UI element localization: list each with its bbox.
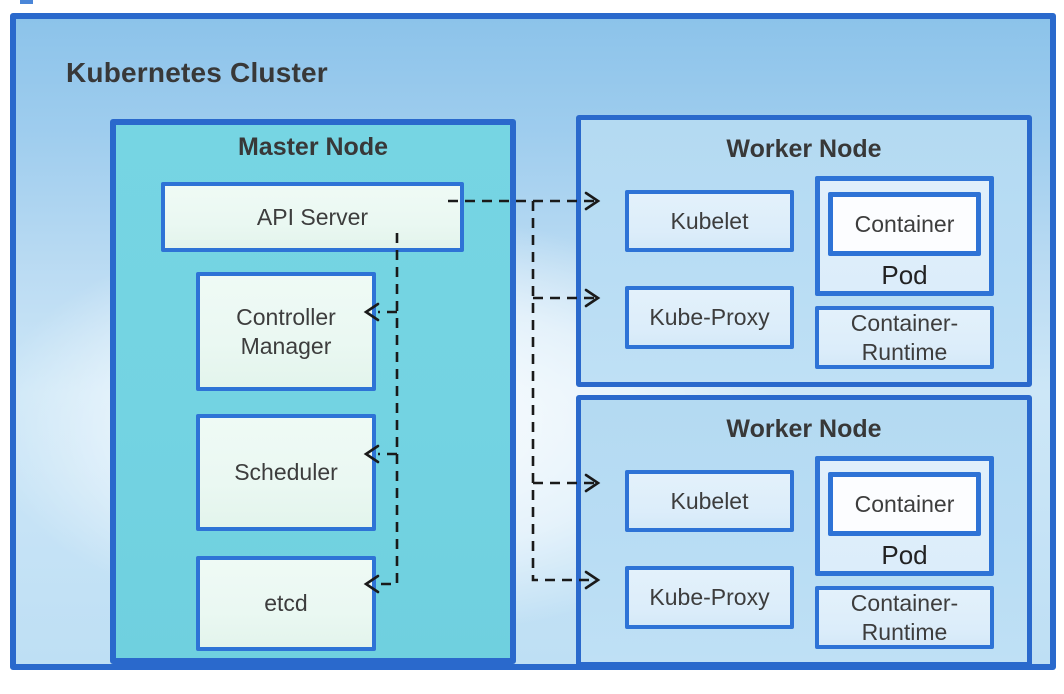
worker-1-container-runtime-box: Container-Runtime (815, 306, 994, 369)
worker-1-kube-proxy-box: Kube-Proxy (625, 286, 794, 349)
cluster-boundary-box: Kubernetes Cluster Master Node API Serve… (10, 13, 1056, 670)
etcd-box: etcd (196, 556, 376, 651)
cluster-title: Kubernetes Cluster (66, 57, 328, 88)
api-server-label: API Server (256, 203, 369, 230)
master-node-title: Master Node (237, 133, 389, 161)
worker-node-1-box: Worker Node Kubelet Kube-Proxy Container… (576, 115, 1032, 387)
worker-1-pod-label: Pod (881, 260, 928, 290)
worker-1-container-box: Container (828, 192, 981, 256)
controller-manager-box: Controller Manager (196, 272, 376, 391)
worker-2-container-runtime-label: Container-Runtime (850, 589, 959, 645)
controller-manager-label: Controller Manager (236, 303, 336, 359)
worker-1-container-label: Container (854, 210, 955, 237)
worker-node-2-title: Worker Node (726, 415, 882, 443)
worker-2-kube-proxy-label: Kube-Proxy (649, 584, 770, 611)
worker-1-kube-proxy-label: Kube-Proxy (649, 304, 770, 331)
worker-node-1-title: Worker Node (726, 135, 882, 163)
worker-2-pod-box: Container Pod (815, 456, 994, 576)
worker-1-container-runtime-label: Container-Runtime (850, 309, 959, 365)
scheduler-box: Scheduler (196, 414, 376, 531)
worker-2-kubelet-box: Kubelet (625, 470, 794, 532)
api-server-box: API Server (161, 182, 464, 252)
master-node-box: Master Node API Server Controller Manage… (110, 119, 516, 664)
worker-1-kubelet-box: Kubelet (625, 190, 794, 252)
worker-1-pod-box: Container Pod (815, 176, 994, 296)
worker-1-kubelet-label: Kubelet (670, 207, 749, 234)
worker-2-kube-proxy-box: Kube-Proxy (625, 566, 794, 629)
worker-2-kubelet-label: Kubelet (670, 487, 749, 514)
worker-2-pod-label: Pod (881, 540, 928, 570)
worker-2-container-label: Container (854, 490, 955, 517)
worker-node-2-box: Worker Node Kubelet Kube-Proxy Container… (576, 395, 1032, 667)
etcd-label: etcd (264, 590, 308, 617)
worker-2-container-box: Container (828, 472, 981, 536)
scheduler-label: Scheduler (234, 459, 338, 486)
top-edge-artifact (20, 0, 33, 4)
worker-2-container-runtime-box: Container-Runtime (815, 586, 994, 649)
